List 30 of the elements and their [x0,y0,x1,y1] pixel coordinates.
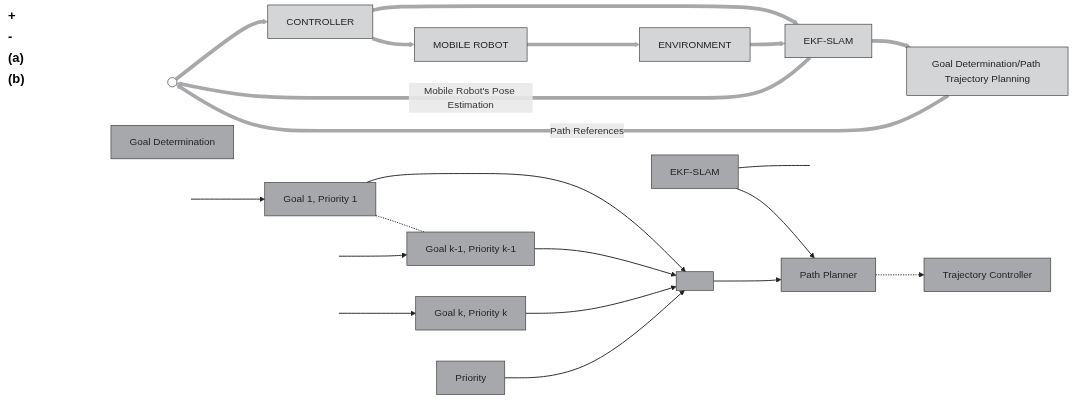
node-box: Goal Determination [110,125,234,160]
diagram-label: + [8,8,17,23]
node-box: Goal k-1, Priority k-1 [406,231,535,267]
node-box: MOBILE ROBOT [414,27,528,62]
diagram-label: - [8,29,14,44]
diagram-label: (a) [8,50,25,65]
arrow [871,39,911,49]
node-box: EKF-SLAM [784,24,873,59]
arrow [176,84,950,133]
arrow [527,42,640,48]
node-box: ENVIRONMENT [639,27,751,62]
arrow [371,36,415,48]
node-box: Priority [436,361,506,396]
node-box: Goal k, Priority k [415,296,527,331]
node-box: Goal Determination/Path Trajectory Planning [906,46,1069,96]
connector [375,215,425,233]
node-box [675,271,714,291]
edge-label: Path References [550,125,625,136]
node-box: Trajectory Controller [923,258,1052,293]
node-circle [167,77,178,88]
connector [737,165,811,169]
edge-label: Mobile Robot's Pose Estimation [423,85,515,111]
arrow [174,19,268,82]
diagram-label: (b) [8,71,26,86]
node-box: EKF-SLAM [651,154,739,189]
node-box: CONTROLLER [267,4,374,39]
arrow [372,4,799,25]
node-box: Goal 1, Priority 1 [264,182,377,217]
arrow [750,41,786,47]
node-box: Path Planner [780,258,877,293]
